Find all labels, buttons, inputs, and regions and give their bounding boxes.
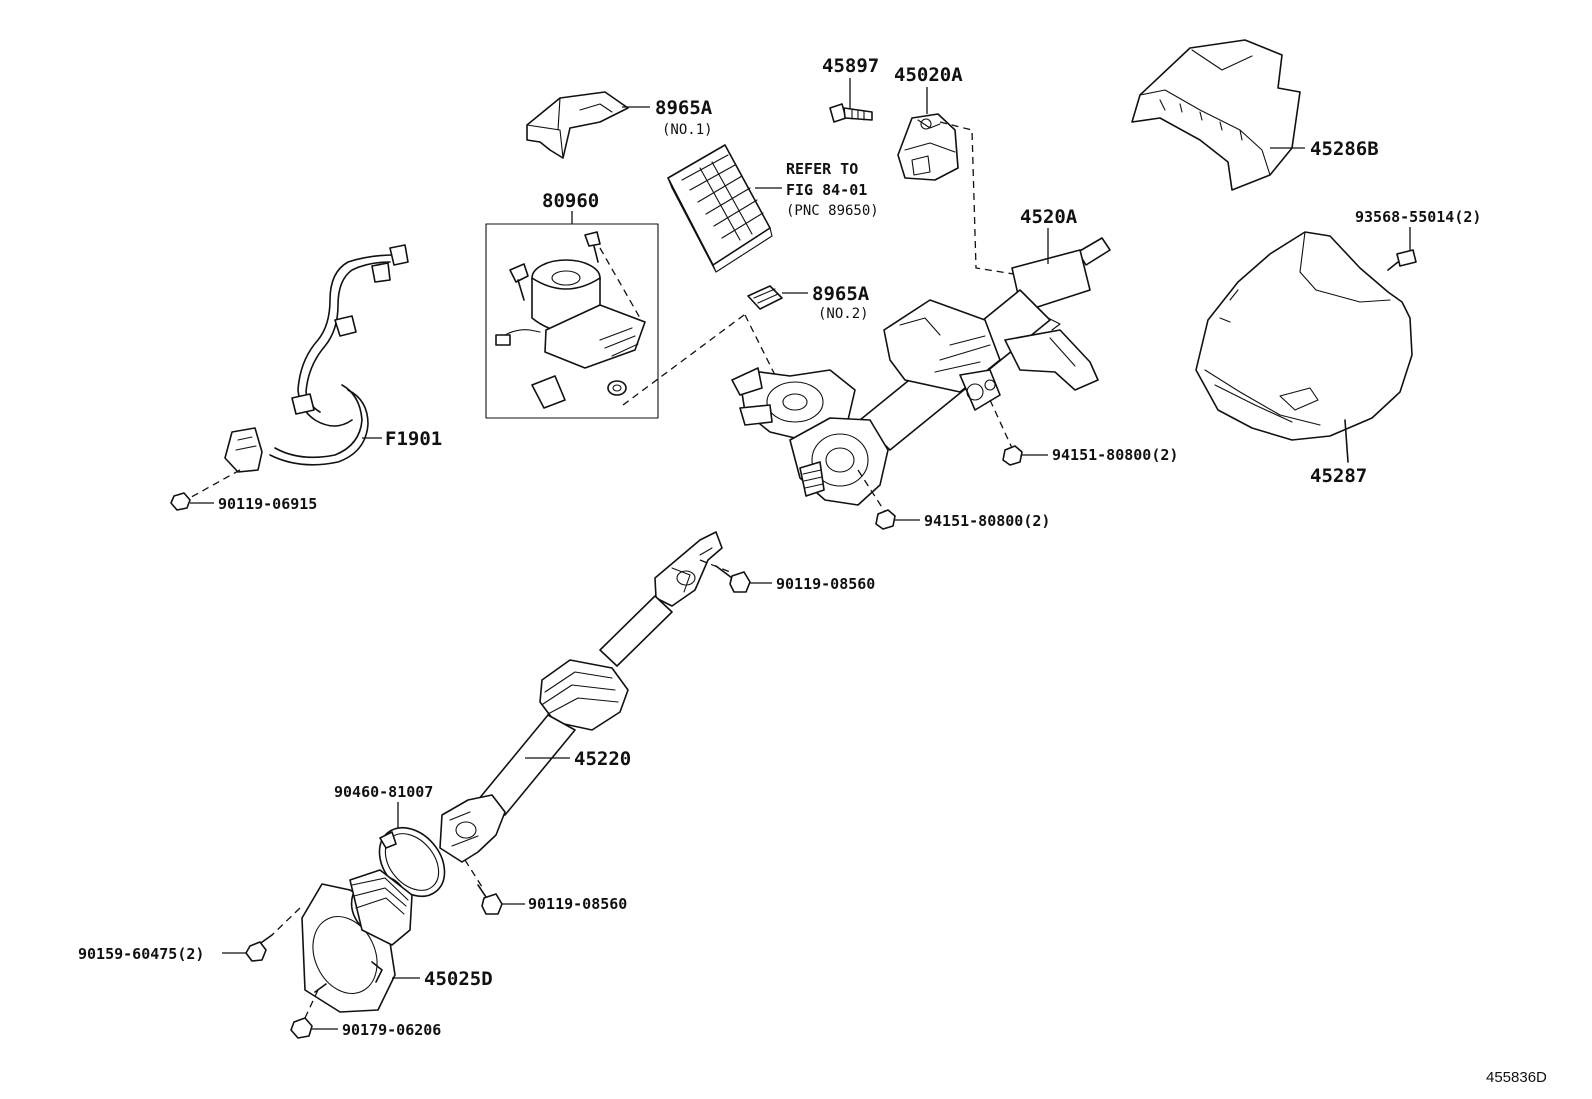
label-45286B: 45286B <box>1310 138 1379 160</box>
label-90179-06206: 90179-06206 <box>342 1021 441 1039</box>
ecu-module <box>667 144 782 273</box>
bracket-8965A-no1 <box>526 91 650 159</box>
label-93568-55014: 93568-55014(2) <box>1355 208 1481 226</box>
screw-93568 <box>1387 249 1417 271</box>
label-45020A: 45020A <box>894 64 963 86</box>
nut-90179-06206 <box>290 1017 338 1039</box>
diagram-reference-code: 455836D <box>1486 1069 1547 1086</box>
label-90460-81007: 90460-81007 <box>334 783 433 801</box>
intermediate-shaft-45220 <box>439 531 723 863</box>
label-refer-pnc: (PNC 89650) <box>786 203 879 219</box>
label-8965A-no1-note: (NO.1) <box>662 122 713 138</box>
label-90119-06915: 90119-06915 <box>218 495 317 513</box>
bolt-90159-60475 <box>245 934 273 962</box>
label-90119-08560-a: 90119-08560 <box>776 575 875 593</box>
label-90159-60475: 90159-60475(2) <box>78 945 204 963</box>
label-8965A-no2: 8965A <box>812 283 870 305</box>
nut-94151-a <box>1002 445 1048 466</box>
wire-harness-F1901 <box>224 244 409 473</box>
dust-cover-45025D <box>301 869 420 1013</box>
bolt-90119-08560-b <box>477 884 525 915</box>
label-refer-to: REFER TO <box>786 160 858 178</box>
label-refer-fig: FIG 84-01 <box>786 181 867 199</box>
label-45220: 45220 <box>574 748 631 770</box>
upper-cover-45286B <box>1131 39 1305 191</box>
label-94151-80800-a: 94151-80800(2) <box>1052 446 1178 464</box>
lock-45020A <box>897 113 959 181</box>
bracket-8965A-no2 <box>747 285 808 310</box>
bolt-90119-06915 <box>170 492 214 511</box>
bolt-45897 <box>829 103 873 123</box>
label-8965A-no2-note: (NO.2) <box>818 306 869 322</box>
label-90119-08560-b: 90119-08560 <box>528 895 627 913</box>
label-F1901: F1901 <box>385 428 442 450</box>
label-8965A-no1: 8965A <box>655 97 713 119</box>
label-4520A: 4520A <box>1020 206 1078 228</box>
bolt-90119-08560-a <box>715 565 772 593</box>
label-94151-80800-b: 94151-80800(2) <box>924 512 1050 530</box>
label-45025D: 45025D <box>424 968 493 990</box>
lower-cover-45287 <box>1195 231 1413 463</box>
label-45287: 45287 <box>1310 465 1367 487</box>
label-45897: 45897 <box>822 55 879 77</box>
nut-94151-b <box>875 509 920 530</box>
steering-column-4520A <box>731 228 1111 506</box>
clamp-90460-81007 <box>378 826 446 898</box>
motor-assembly-80960 <box>495 231 646 409</box>
label-80960: 80960 <box>542 190 599 212</box>
